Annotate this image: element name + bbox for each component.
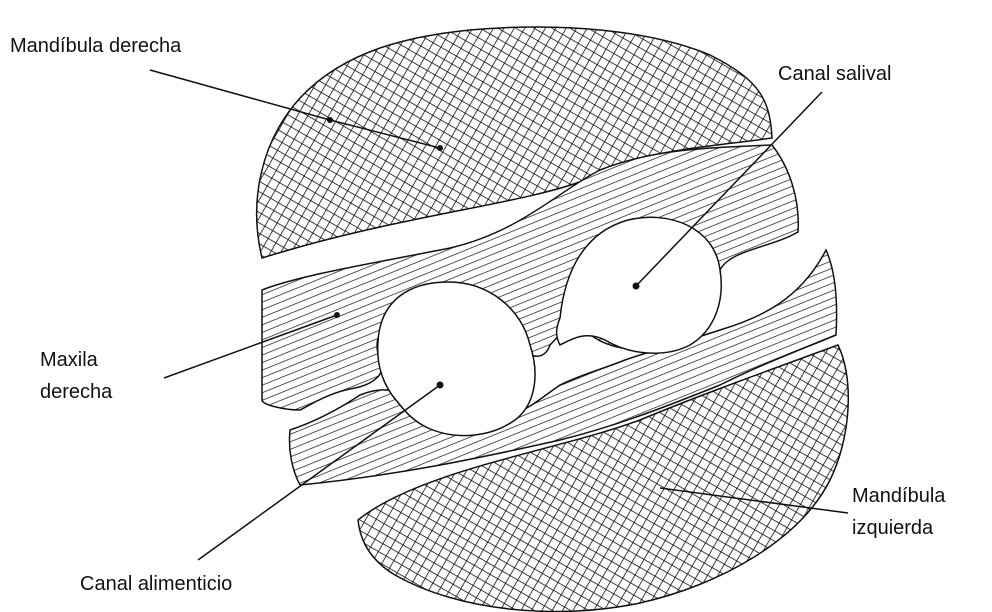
- label-canal-alimenticio: Canal alimenticio: [80, 573, 232, 595]
- label-mandibula-izquierda-line1: Mandíbula: [852, 485, 946, 507]
- dot-canal-alimenticio: [437, 382, 444, 389]
- dot-mandibula-derecha-a: [327, 117, 333, 123]
- dot-maxila-derecha: [334, 312, 340, 318]
- dot-canal-salival: [633, 283, 640, 290]
- label-mandibula-derecha: Mandíbula derecha: [10, 35, 182, 57]
- label-maxila-line2: derecha: [40, 381, 113, 403]
- dot-mandibula-derecha-b: [437, 145, 443, 151]
- label-mandibula-izquierda-line2: izquierda: [852, 517, 934, 539]
- label-maxila-line1: Maxila: [40, 349, 99, 371]
- label-canal-salival: Canal salival: [778, 63, 891, 85]
